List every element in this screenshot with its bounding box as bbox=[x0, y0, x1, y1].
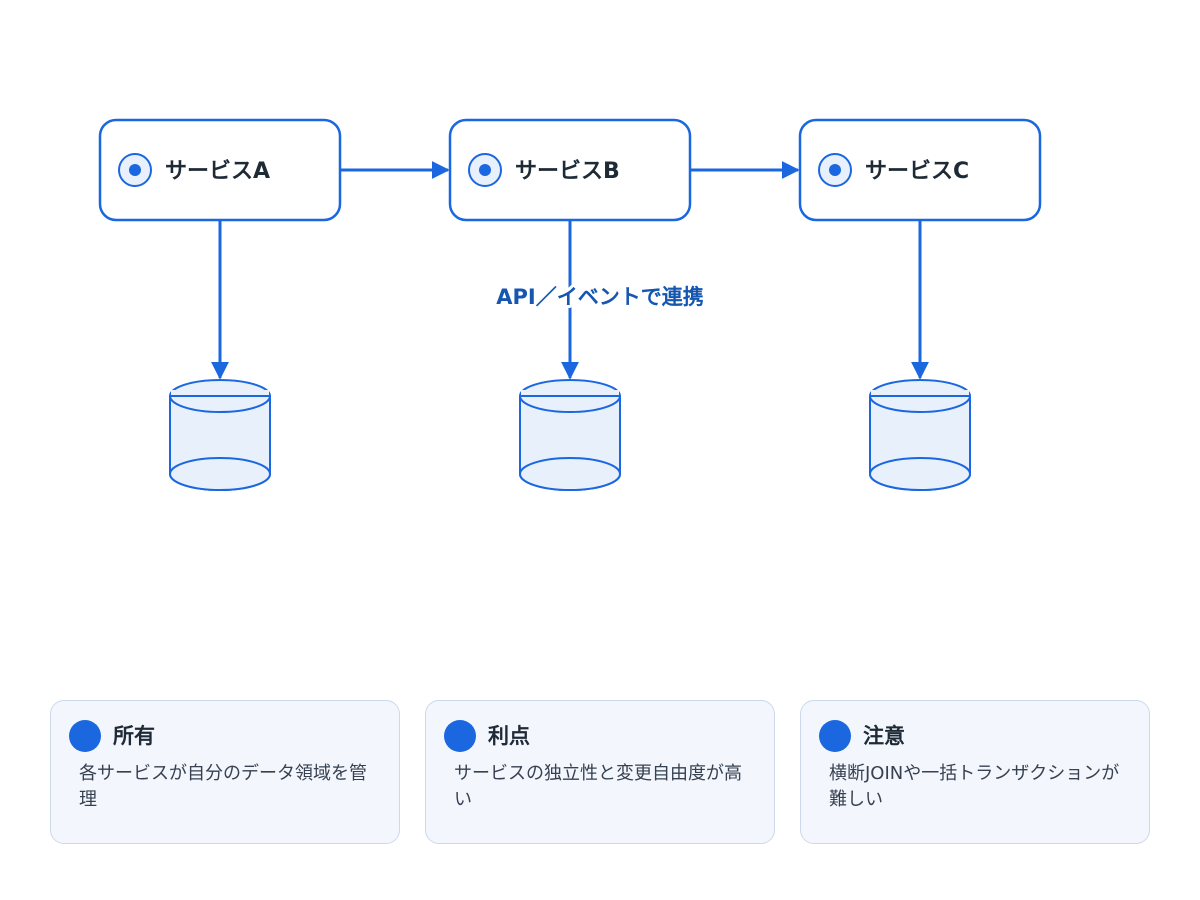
service-b-label: サービスB bbox=[515, 159, 620, 184]
card-title: 注意 bbox=[863, 724, 905, 748]
radio-dot-icon bbox=[468, 153, 502, 187]
database-c-icon bbox=[869, 379, 971, 491]
radio-dot-icon bbox=[818, 153, 852, 187]
card-text: 各サービスが自分のデータ領域を管理 bbox=[79, 763, 367, 810]
card-benefit: 利点 サービスの独立性と変更自由度が高い bbox=[425, 700, 775, 844]
database-b-icon bbox=[519, 379, 621, 491]
card-text: 横断JOINや一括トランザクションが難しい bbox=[829, 763, 1120, 810]
service-a-label: サービスA bbox=[165, 159, 270, 184]
card-caution: 注意 横断JOINや一括トランザクションが難しい bbox=[800, 700, 1150, 844]
card-title: 利点 bbox=[488, 724, 530, 748]
card-ownership: 所有 各サービスが自分のデータ領域を管理 bbox=[50, 700, 400, 844]
bullet-dot-icon bbox=[444, 720, 476, 752]
bullet-dot-icon bbox=[819, 720, 851, 752]
microservice-diagram: API／イベントで連携 サービスA サービスB サービスC bbox=[98, 118, 1042, 491]
service-c-node[interactable]: サービスC bbox=[798, 118, 1042, 222]
service-b-node[interactable]: サービスB bbox=[448, 118, 692, 222]
card-title: 所有 bbox=[113, 724, 155, 748]
card-text: サービスの独立性と変更自由度が高い bbox=[454, 763, 742, 810]
service-a-node[interactable]: サービスA bbox=[98, 118, 342, 222]
edge-label: API／イベントで連携 bbox=[496, 285, 703, 309]
service-c-label: サービスC bbox=[865, 159, 969, 184]
database-a-icon bbox=[169, 379, 271, 491]
radio-dot-icon bbox=[118, 153, 152, 187]
bullet-dot-icon bbox=[69, 720, 101, 752]
